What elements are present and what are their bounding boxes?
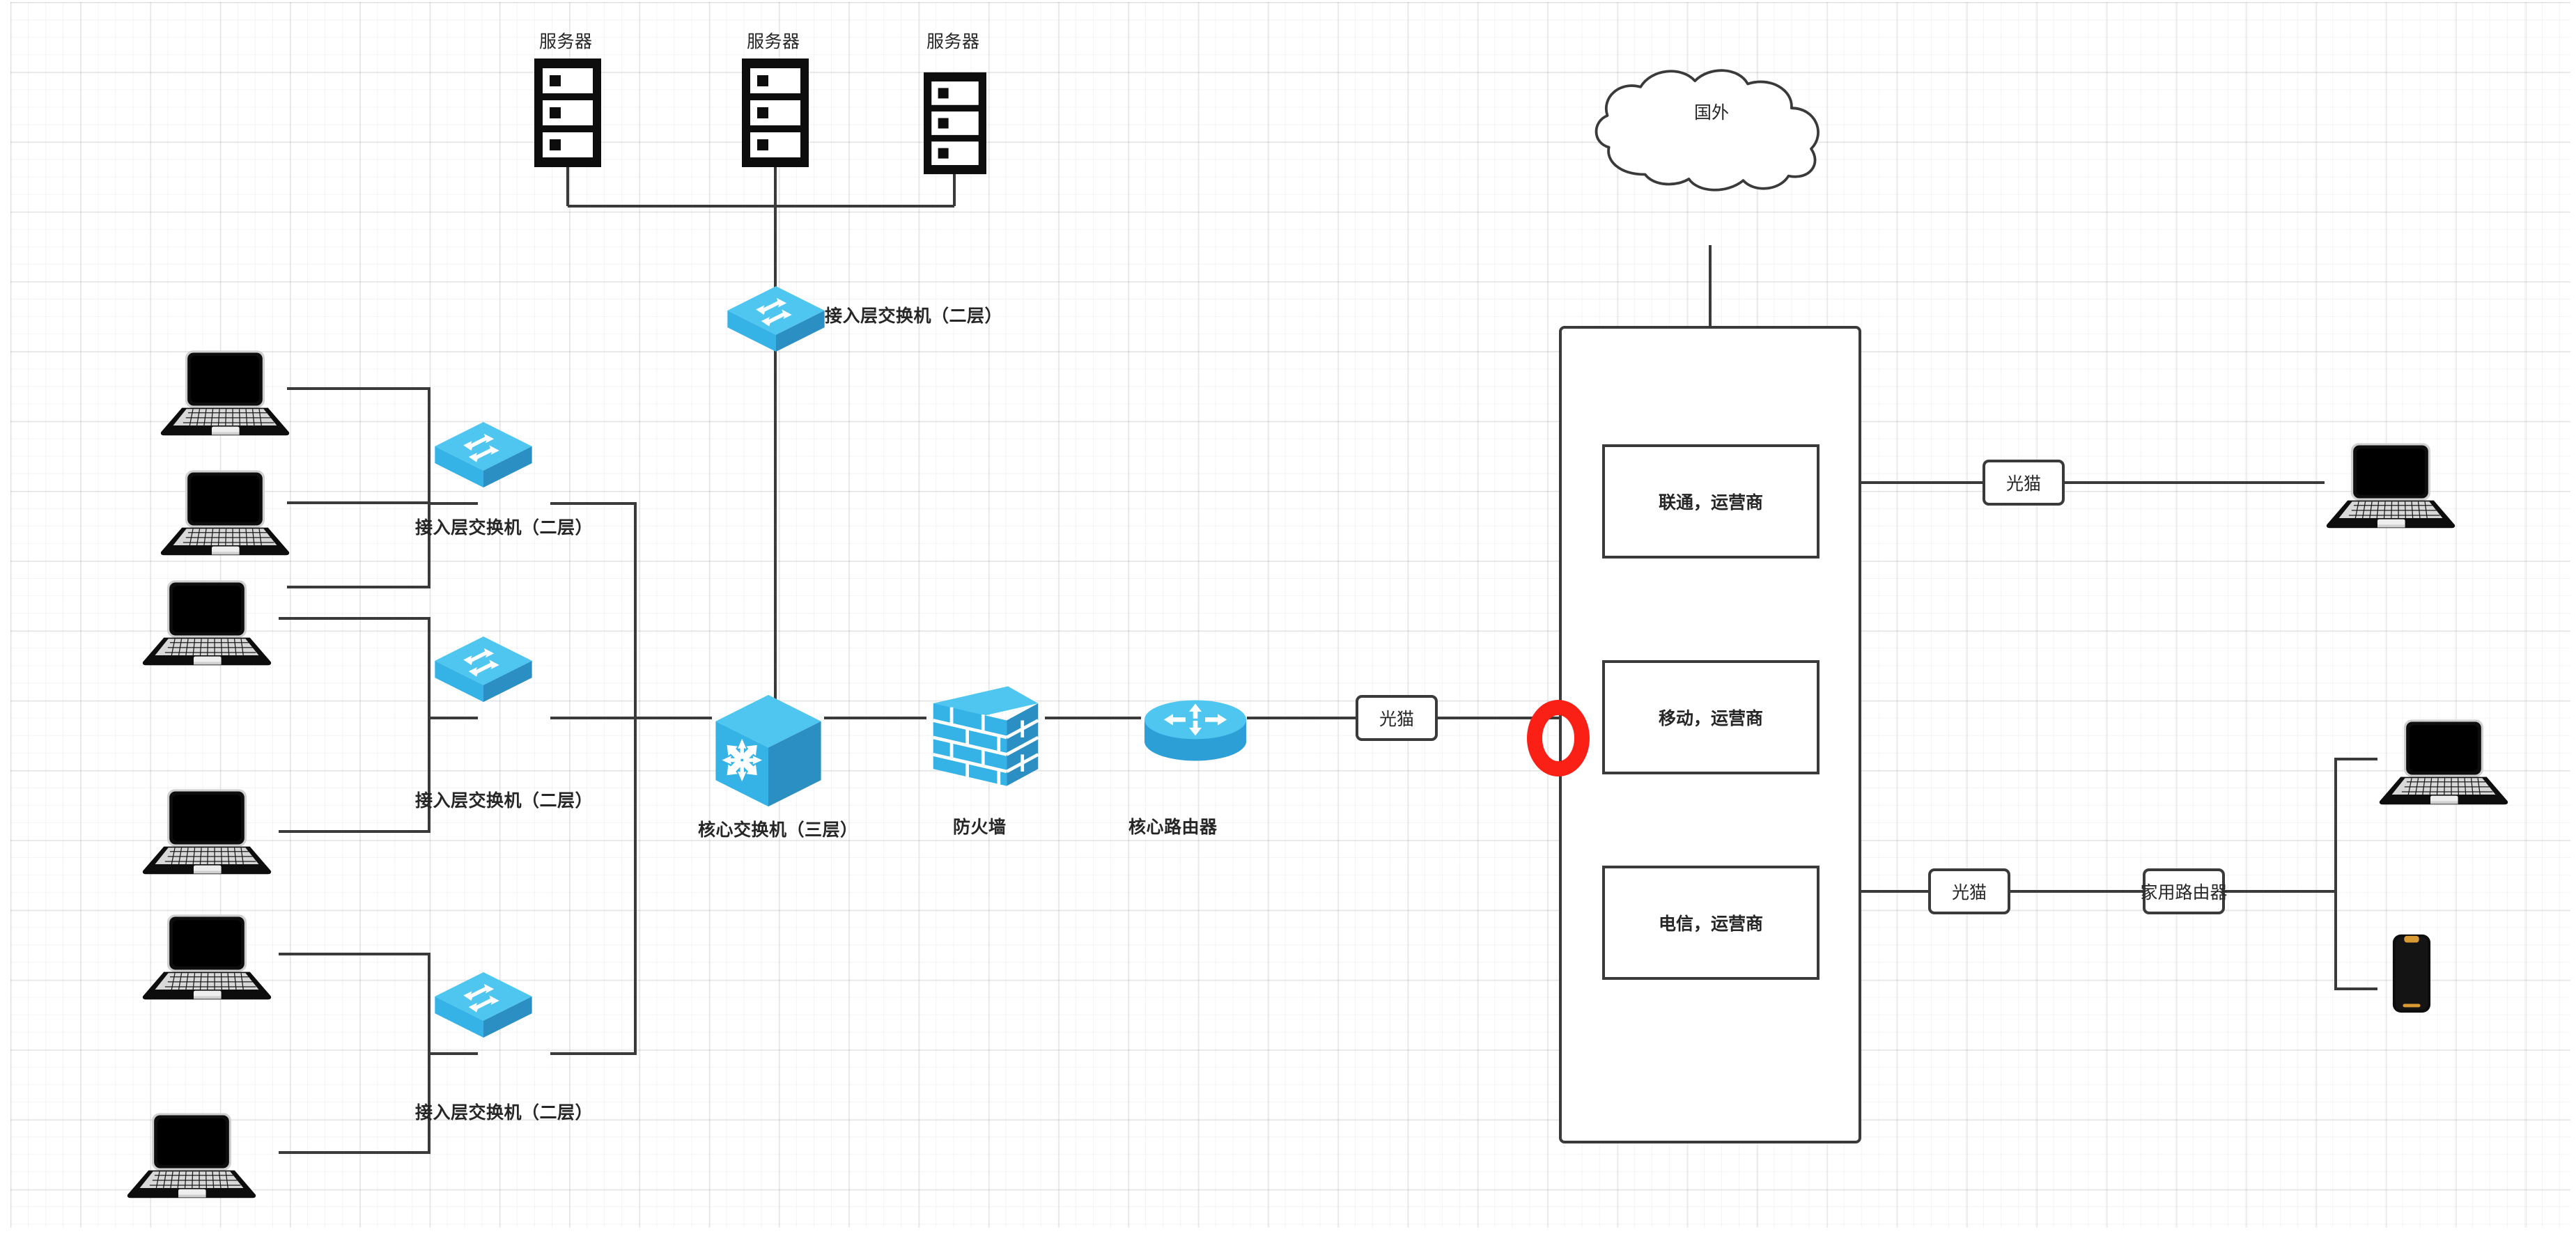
core-switch-label: 核心交换机（三层）	[698, 820, 858, 840]
grid-background	[10, 2, 2570, 1228]
access-switch-1-icon	[435, 422, 532, 487]
isp-mobile-label: 移动，运营商	[1658, 709, 1763, 728]
access-switch-servers-label: 接入层交换机（二层）	[825, 306, 1003, 326]
laptop-icon-1	[160, 350, 290, 436]
laptop-icon-4	[142, 788, 272, 875]
firewall-label: 防火墙	[953, 818, 1007, 837]
modem-unicom-box[interactable]	[1983, 460, 2065, 506]
red-circle-marker	[1527, 700, 1590, 776]
modem-telecom-label: 光猫	[1951, 883, 1987, 903]
isp-unicom-label: 联通，运营商	[1658, 493, 1763, 513]
access-switch-servers-icon	[727, 286, 825, 352]
home-router-label: 家用路由器	[2140, 883, 2228, 903]
core-router-label: 核心路由器	[1128, 818, 1218, 837]
server-label-3: 服务器	[926, 32, 980, 52]
isp-telecom-box[interactable]	[1602, 866, 1820, 980]
laptop-icon-3	[142, 579, 272, 666]
access-switch-1-label: 接入层交换机（二层）	[415, 518, 593, 538]
access-switch-2-icon	[435, 636, 532, 702]
server-icon-3	[924, 72, 986, 175]
access-switch-3-label: 接入层交换机（二层）	[415, 1103, 593, 1123]
access-switch-2-label: 接入层交换机（二层）	[415, 791, 593, 811]
connector-lines	[279, 165, 2377, 1154]
modem-core-label: 光猫	[1379, 710, 1414, 729]
server-icon-1	[534, 58, 601, 167]
isp-mobile-box[interactable]	[1602, 660, 1820, 774]
core-router-icon	[1144, 700, 1247, 761]
server-label-2: 服务器	[747, 32, 800, 52]
laptop-icon-right-top	[2326, 442, 2455, 529]
laptop-icon-5	[142, 914, 272, 1000]
isp-unicom-box[interactable]	[1602, 444, 1820, 559]
modem-core-box[interactable]	[1356, 695, 1438, 741]
laptop-icon-6	[127, 1112, 256, 1198]
server-icon-2	[742, 58, 809, 167]
cloud-label: 国外	[1693, 103, 1729, 123]
modem-telecom-box[interactable]	[1928, 868, 2010, 914]
server-label-1: 服务器	[539, 32, 593, 52]
firewall-icon	[933, 687, 1039, 787]
phone-icon	[2392, 934, 2431, 1013]
laptop-icon-2	[160, 469, 290, 556]
home-router-box[interactable]	[2143, 868, 2225, 914]
core-switch-icon	[715, 694, 821, 807]
modem-unicom-label: 光猫	[2005, 474, 2041, 494]
access-switch-3-icon	[435, 972, 532, 1038]
laptop-icon-right-bottom	[2379, 719, 2508, 805]
isp-telecom-label: 电信，运营商	[1658, 914, 1763, 934]
